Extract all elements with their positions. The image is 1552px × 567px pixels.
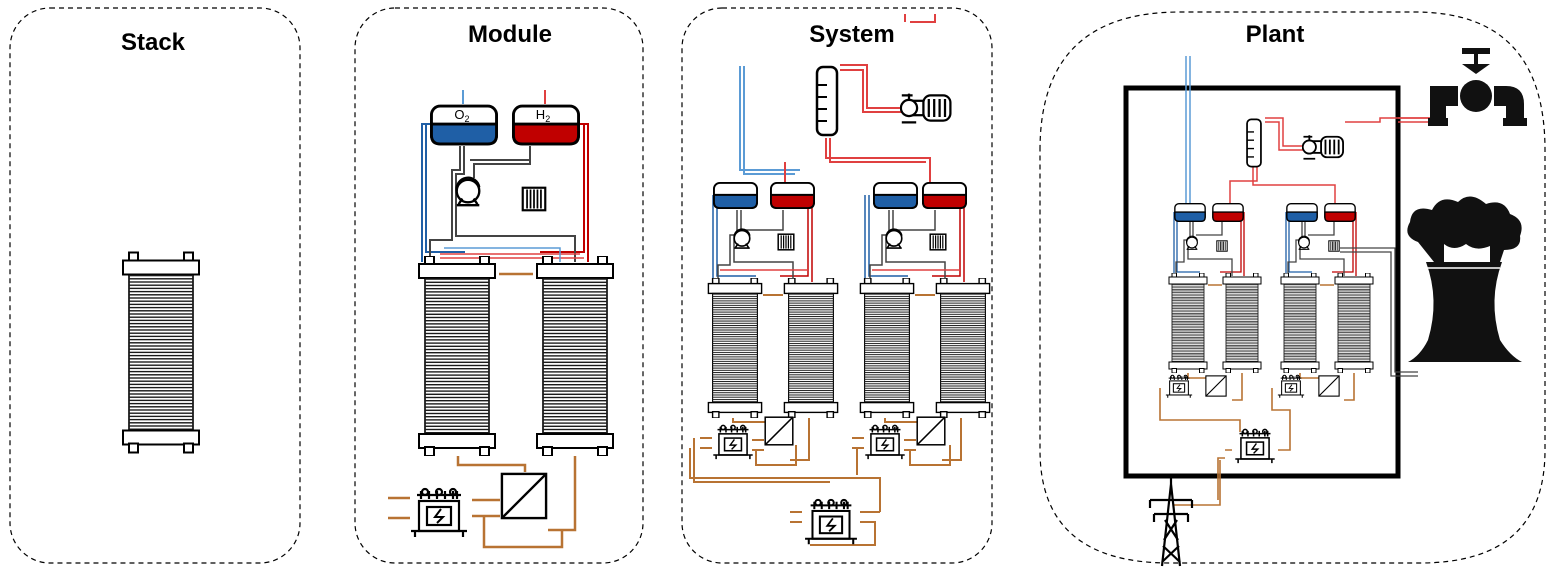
panel-module [354,7,644,564]
oxygen-tank-label: O2 [454,107,469,124]
panel-title-system: System [809,21,894,48]
panel-title-module: Module [468,21,552,48]
panel-title-plant: Plant [1246,21,1305,48]
hydrogen-separator-icon [1324,203,1356,222]
pump-icon [455,176,481,207]
power-plant-icon [1407,196,1522,362]
electrolyzer-stack-icon [707,278,763,418]
hydrogen-separator-icon [1212,203,1244,222]
pump-icon [1297,235,1310,250]
panel-title-stack: Stack [121,29,186,56]
panel-plant [1039,11,1546,564]
panel-system [681,7,993,564]
hydrogen-tank-label: H2 [536,107,550,124]
pipeline-valve-icon [1428,48,1527,126]
buffer-tank-icon [1246,118,1262,168]
transformer-icon [1234,428,1276,464]
buffer-tank-icon [815,65,839,137]
rectifier-icon [1205,375,1227,397]
electrolyzer-stack-icon [935,278,991,418]
electrolyzer-stack-icon [1334,273,1374,373]
module-diagram: O2 H2 [388,90,615,549]
heat-exchanger-icon [929,233,947,251]
hydrogen-separator-icon [770,182,815,209]
system-diagram [689,14,991,546]
compressor-icon [900,92,952,124]
transformer-icon [712,424,754,460]
transformer-icon [864,424,906,460]
electrolyzer-stack-icon [783,278,839,418]
electrolyzer-stack-icon [859,278,915,418]
heat-exchanger-icon [1216,240,1228,252]
heat-exchanger-icon [777,233,795,251]
hydrogen-separator-icon [512,104,580,146]
electrolyzer-stack-icon [1168,273,1208,373]
heat-exchanger-icon [521,186,547,212]
electrolyzer-stack-icon [535,256,615,456]
oxygen-separator-icon [1174,203,1206,222]
pump-icon [733,228,751,249]
rectifier-icon [1318,375,1340,397]
oxygen-separator-icon [1286,203,1318,222]
pump-icon [1185,235,1198,250]
transformer-icon [804,498,858,546]
rectifier-icon [916,416,946,446]
heat-exchanger-icon [1328,240,1340,252]
electrolyzer-stack-icon [1222,273,1262,373]
oxygen-separator-icon [873,182,918,209]
electrolyzer-stack-icon [1280,273,1320,373]
power-tower-icon [1148,476,1194,567]
oxygen-separator-icon [713,182,758,209]
electrolyzer-stack-icon [417,256,497,456]
rectifier-icon [764,416,794,446]
transformer-icon [409,487,469,539]
compressor-icon [1302,134,1345,160]
pump-icon [885,228,903,249]
rectifier-icon [500,472,548,520]
hydrogen-separator-icon [922,182,967,209]
electrolyzer-stack-icon [121,251,201,454]
plant-diagram [1123,48,1527,567]
plant-boundary [1123,85,1401,479]
